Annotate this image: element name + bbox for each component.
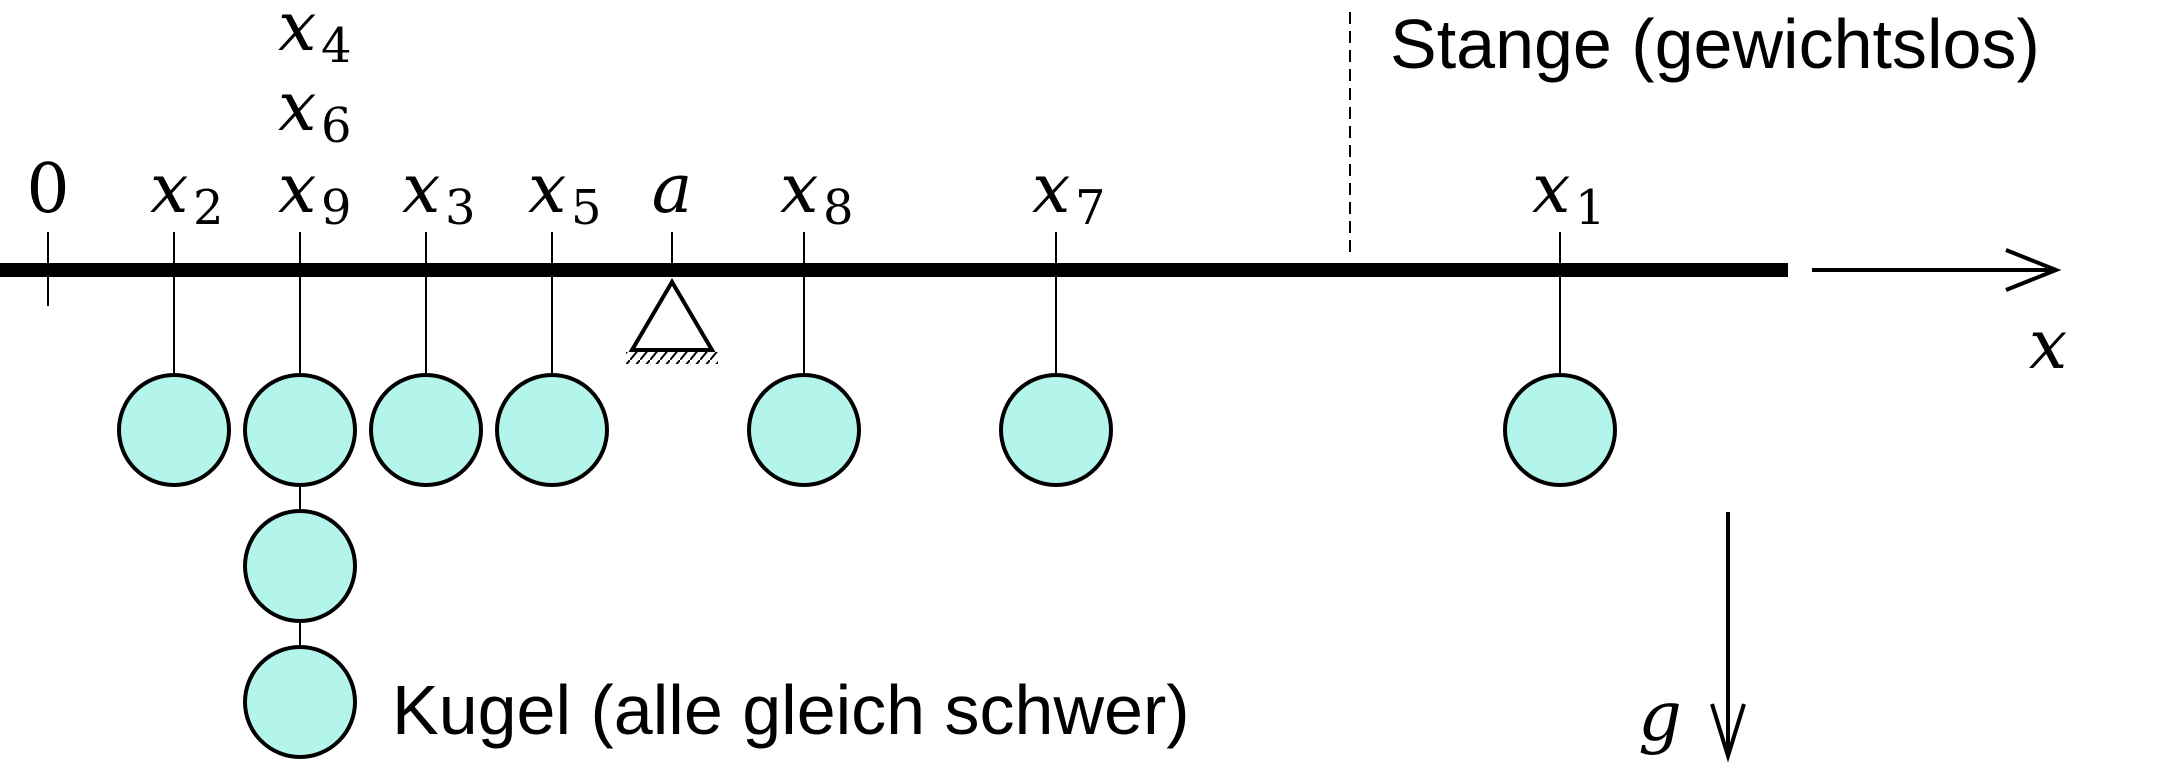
- balls: [117, 373, 1617, 759]
- ball-x5: [495, 373, 609, 487]
- svg-text:x: x: [528, 150, 566, 229]
- svg-text:x: x: [278, 150, 316, 229]
- ball-x4: [243, 645, 357, 759]
- ball-x3: [369, 373, 483, 487]
- svg-text:4: 4: [321, 18, 352, 74]
- x-axis-label: x: [2029, 306, 2067, 385]
- svg-text:x: x: [1532, 150, 1570, 229]
- hanging-strings: [173, 270, 1561, 646]
- svg-text:1: 1: [1575, 180, 1606, 236]
- svg-text:3: 3: [445, 180, 476, 236]
- ball-x6: [243, 509, 357, 623]
- position-label-x2: x 2: [150, 150, 224, 236]
- svg-text:6: 6: [321, 98, 352, 154]
- svg-text:x: x: [402, 150, 440, 229]
- svg-text:5: 5: [571, 180, 602, 236]
- svg-text:x: x: [780, 150, 818, 229]
- origin-label: 0: [26, 150, 69, 229]
- svg-text:x: x: [278, 68, 316, 147]
- pivot-label: a: [652, 150, 693, 229]
- svg-text:x: x: [1032, 150, 1070, 229]
- svg-text:x: x: [150, 150, 188, 229]
- x-axis-arrow: [1812, 248, 2062, 292]
- svg-text:7: 7: [1075, 180, 1106, 236]
- svg-text:8: 8: [823, 180, 854, 236]
- svg-text:9: 9: [321, 180, 352, 236]
- svg-text:2: 2: [193, 180, 224, 236]
- ball-x9: [243, 373, 357, 487]
- position-label-x3: x 3: [402, 150, 476, 236]
- position-label-x7: x 7: [1032, 150, 1106, 236]
- ball-x1: [1503, 373, 1617, 487]
- gravity-arrow: [1710, 512, 1746, 763]
- position-label-x4: x 4: [278, 0, 352, 74]
- position-label-x6: x 6: [278, 68, 352, 154]
- position-label-x9: x 9: [278, 150, 352, 236]
- position-label-x5: x 5: [528, 150, 602, 236]
- position-label-x8: x 8: [780, 150, 854, 236]
- ball-x7: [999, 373, 1113, 487]
- ball-x2: [117, 373, 231, 487]
- gravity-label: g: [1638, 678, 1682, 757]
- ball-label: Kugel (alle gleich schwer): [392, 671, 1190, 749]
- position-label-x1: x 1: [1532, 150, 1606, 236]
- ball-x8: [747, 373, 861, 487]
- rod-label: Stange (gewichtslos): [1390, 5, 2040, 83]
- pivot-support: [626, 278, 718, 364]
- svg-text:x: x: [278, 0, 316, 67]
